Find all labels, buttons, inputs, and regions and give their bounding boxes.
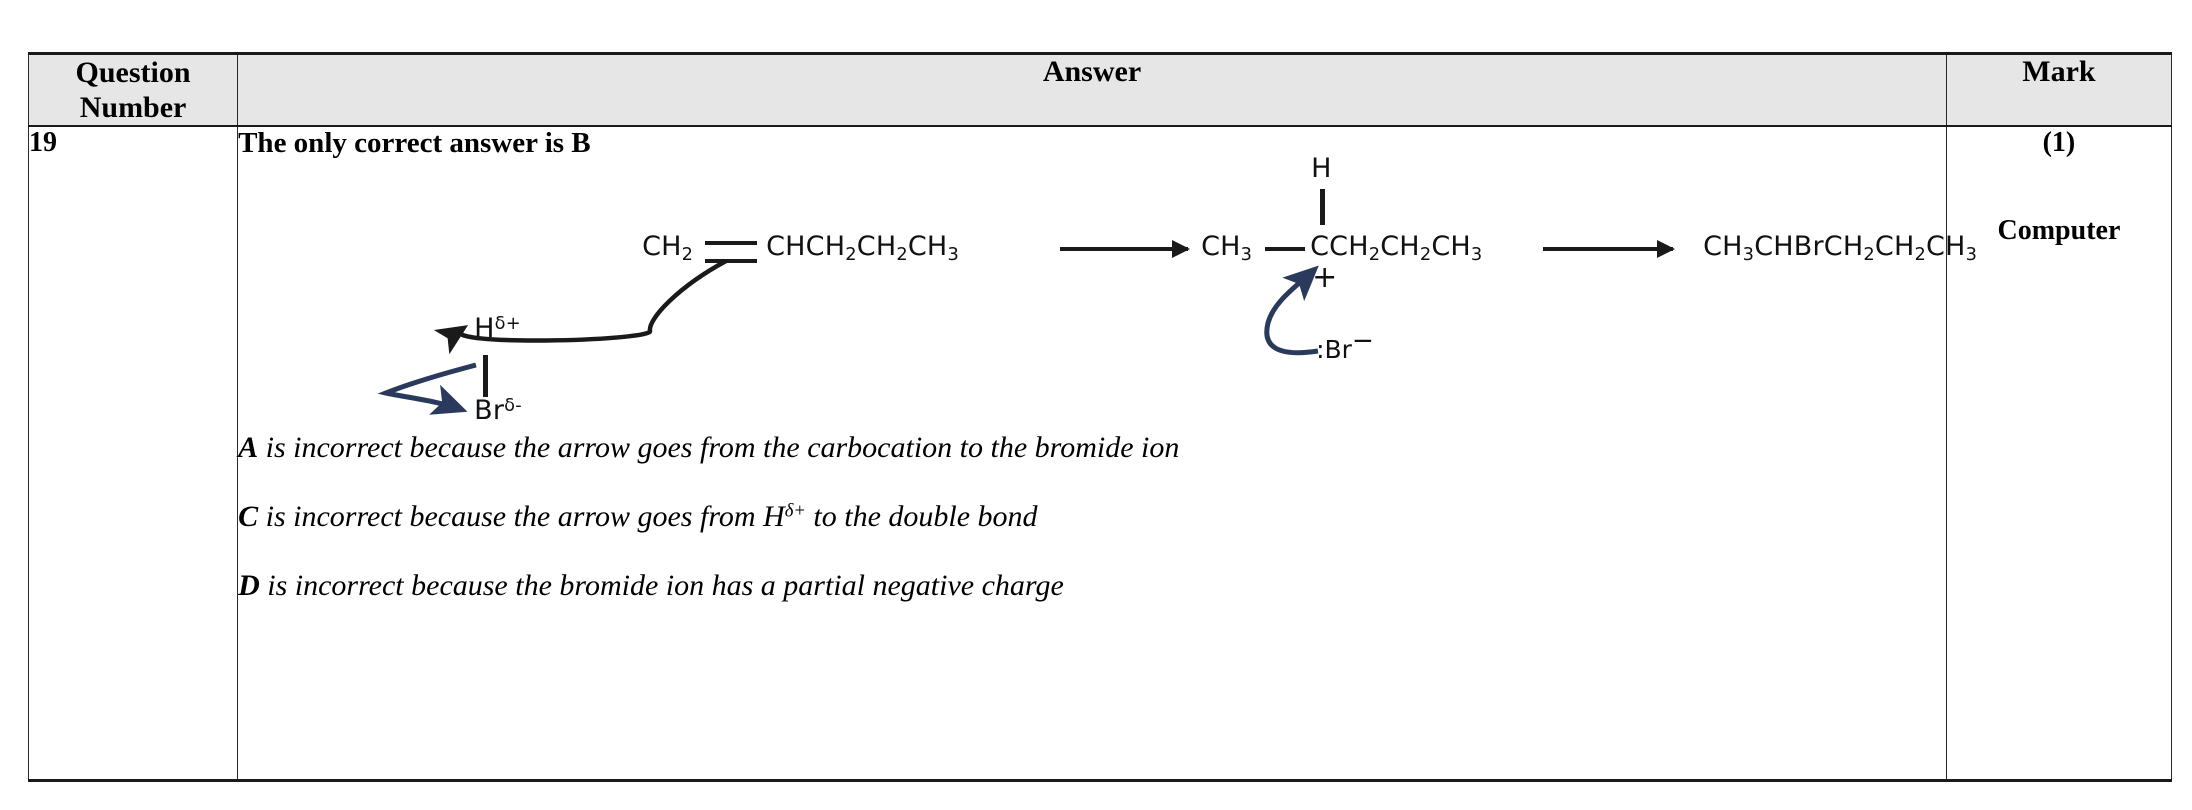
distractor-a-text: is incorrect because the arrow goes from…: [258, 430, 1180, 464]
reactant-chain-label: CHCH2CH2CH3: [766, 230, 959, 265]
distractor-d-letter: D: [238, 568, 260, 602]
distractor-a-letter: A: [238, 430, 259, 464]
header-question-number: Question Number: [27, 52, 239, 128]
distractor-c-superscript: δ+: [784, 500, 806, 522]
intermediate-c-c-bond: [1265, 246, 1306, 251]
curly-arrow-br-to-carbocation: [1264, 265, 1319, 355]
distractor-a: A is incorrect because the arrow goes fr…: [238, 431, 1946, 464]
table-header-row: Question Number Answer Mark: [27, 52, 2173, 128]
hbr-bond: [483, 354, 489, 397]
intermediate-c-h-bond: [1320, 188, 1326, 225]
hbr-bromine-label: Brδ-: [474, 394, 522, 426]
distractor-d-text: is incorrect because the bromide ion has…: [259, 568, 1064, 602]
answer-lead-text: The only correct answer is B: [238, 127, 591, 160]
markscheme-sheet: Question Number Answer Mark 19 The only …: [27, 52, 2173, 783]
cell-mark: (1) Computer: [1945, 125, 2173, 783]
intermediate-chain-label: CCH2CH2CH3: [1310, 230, 1483, 265]
distractor-c: C is incorrect because the arrow goes fr…: [238, 500, 1946, 533]
header-answer: Answer: [237, 52, 1947, 128]
reaction-arrow-2: [1543, 239, 1676, 258]
markscheme-table: Question Number Answer Mark 19 The only …: [27, 52, 2173, 783]
distractor-c-text-after: to the double bond: [805, 499, 1038, 533]
intermediate-top-h-label: H: [1311, 152, 1332, 184]
bromide-ion-label: :Br−: [1316, 325, 1374, 364]
curly-arrows-left: [377, 258, 728, 415]
intermediate-methyl-label: CH3: [1201, 230, 1253, 265]
distractor-c-text-before: is incorrect because the arrow goes from…: [258, 499, 785, 533]
curly-arrows-right: [1264, 265, 1319, 355]
curly-arrow-pi-to-h: [433, 258, 728, 354]
double-bond: [705, 240, 758, 263]
cell-question-number: 19: [27, 125, 239, 783]
product-label: CH3CHBrCH2CH2CH3: [1703, 230, 1978, 265]
mark-value: (1): [2042, 127, 2076, 159]
distractor-c-letter: C: [238, 499, 259, 533]
reactant-ch2-label: CH2: [642, 230, 694, 265]
table-row: 19 The only correct answer is B CH2 CHCH…: [27, 125, 2173, 783]
cell-answer: The only correct answer is B CH2 CHCH2CH…: [237, 125, 1977, 783]
distractor-explanations: A is incorrect because the arrow goes fr…: [238, 431, 1946, 602]
header-mark: Mark: [1945, 52, 2173, 128]
reaction-arrow-1: [1060, 239, 1191, 258]
curly-arrow-hbr-to-br: [377, 362, 477, 415]
distractor-d: D is incorrect because the bromide ion h…: [238, 569, 1946, 602]
mark-note: Computer: [1997, 215, 2121, 247]
reaction-scheme-diagram: CH2 CHCH2CH2CH3 Hδ+ Brδ-: [238, 153, 1977, 426]
